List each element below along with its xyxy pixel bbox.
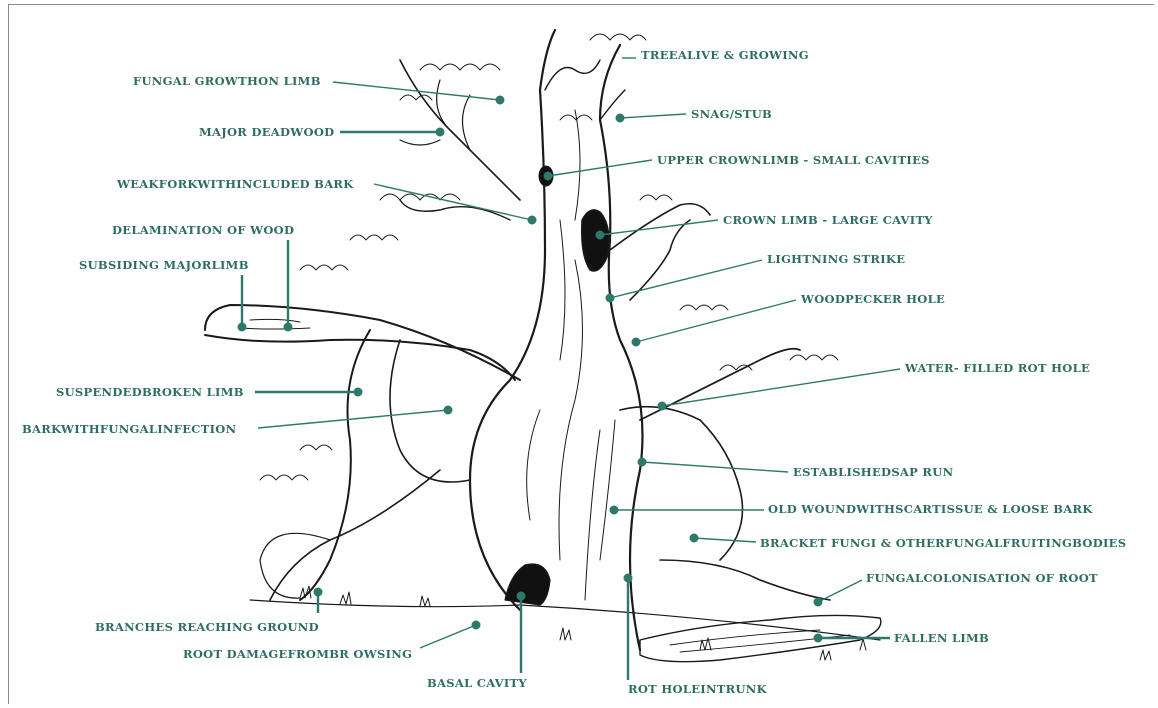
large-cavity <box>582 210 609 271</box>
label-old-wound: OLD WOUNDWITHSCARTISSUE & LOOSE BARK <box>768 502 1093 516</box>
right-limb-lightning <box>630 220 690 300</box>
leader-lines <box>238 58 900 680</box>
basal-cavity-shape <box>505 564 550 605</box>
branch-to-ground <box>270 470 440 600</box>
marker-rot-hole <box>624 574 632 582</box>
label-delamination: DELAMINATION OF WOOD <box>112 223 294 237</box>
marker-snag <box>616 114 624 122</box>
label-branches-ground: BRANCHES REACHING GROUND <box>95 620 319 634</box>
leader-bark-infection <box>258 410 448 428</box>
marker-branches-ground <box>314 588 322 596</box>
label-suspended-limb: SUSPENDEDBROKEN LIMB <box>56 385 244 399</box>
label-fallen-limb: FALLEN LIMB <box>894 631 989 645</box>
marker-weak-fork <box>528 216 536 224</box>
marker-woodpecker <box>632 338 640 346</box>
label-bracket-fungi: BRACKET FUNGI & OTHERFUNGALFRUITINGBODIE… <box>760 536 1126 550</box>
label-weak-fork: WEAKFORKWITHINCLUDED BARK <box>117 177 354 191</box>
marker-fungal-growth <box>496 96 504 104</box>
leader-snag <box>620 114 686 118</box>
marker-fallen-limb <box>814 634 822 642</box>
dead-branch-1 <box>400 60 520 200</box>
marker-sap-run <box>638 458 646 466</box>
marker-fungal-root <box>814 598 822 606</box>
label-woodpecker: WOODPECKER HOLE <box>801 292 945 306</box>
marker-basal-cavity <box>517 592 525 600</box>
left-major-limb-bottom <box>205 335 515 380</box>
label-rot-hole: ROT HOLEINTRUNK <box>628 682 767 696</box>
trunk-right-edge <box>600 45 643 650</box>
trunk-bark-lines <box>527 110 615 600</box>
marker-suspended-limb <box>354 388 362 396</box>
label-basal-cavity: BASAL CAVITY <box>427 676 527 690</box>
trunk-left-edge <box>470 30 555 610</box>
leader-crown-limb <box>600 220 718 235</box>
marker-lightning <box>606 294 614 302</box>
marker-crown-limb <box>596 231 604 239</box>
label-major-deadwood: MAJOR DEADWOOD <box>199 125 334 139</box>
marker-major-deadwood <box>436 128 444 136</box>
label-subsiding-limb: SUBSIDING MAJORLIMB <box>79 258 249 272</box>
label-lightning: LIGHTNING STRIKE <box>767 252 905 266</box>
label-snag-stub: SNAG/STUB <box>691 107 772 121</box>
label-crown-limb: CROWN LIMB - LARGE CAVITY <box>723 213 933 227</box>
label-water-rot: WATER- FILLED ROT HOLE <box>905 361 1090 375</box>
leader-water-rot <box>662 369 900 406</box>
leader-sap-run <box>642 462 788 472</box>
label-upper-crown: UPPER CROWNLIMB - SMALL CAVITIES <box>657 153 930 167</box>
suspended-limb <box>300 330 370 600</box>
leader-bracket-fungi <box>694 538 756 542</box>
label-sap-run: ESTABLISHEDSAP RUN <box>793 465 953 479</box>
label-root-damage: ROOT DAMAGEFROMBR OWSING <box>183 647 412 661</box>
label-fungal-root: FUNGALCOLONISATION OF ROOT <box>866 571 1098 585</box>
leader-fungal-root <box>818 580 862 602</box>
suspended-limb-inner <box>390 340 470 482</box>
marker-bracket-fungi <box>690 534 698 542</box>
label-tree-alive: TREEALIVE & GROWING <box>641 48 809 62</box>
leader-upper-crown <box>548 160 652 176</box>
ground <box>250 600 880 640</box>
limb-delamination <box>240 319 310 329</box>
leader-root-damage <box>420 625 476 648</box>
leader-fungal-growth <box>333 82 500 100</box>
top-snag <box>545 60 625 120</box>
right-root <box>660 560 830 600</box>
label-bark-infection: BARKWITHFUNGALINFECTION <box>22 422 236 436</box>
marker-old-wound <box>610 506 618 514</box>
marker-root-damage <box>472 621 480 629</box>
marker-subsiding-limb <box>238 323 246 331</box>
marker-bark-infection <box>444 406 452 414</box>
fallen-limb-lines <box>670 630 850 652</box>
marker-delamination <box>284 323 292 331</box>
label-fungal-growth: FUNGAL GROWTHON LIMB <box>133 74 321 88</box>
marker-upper-crown <box>544 172 552 180</box>
marker-water-rot <box>658 402 666 410</box>
leader-lightning <box>610 260 762 298</box>
